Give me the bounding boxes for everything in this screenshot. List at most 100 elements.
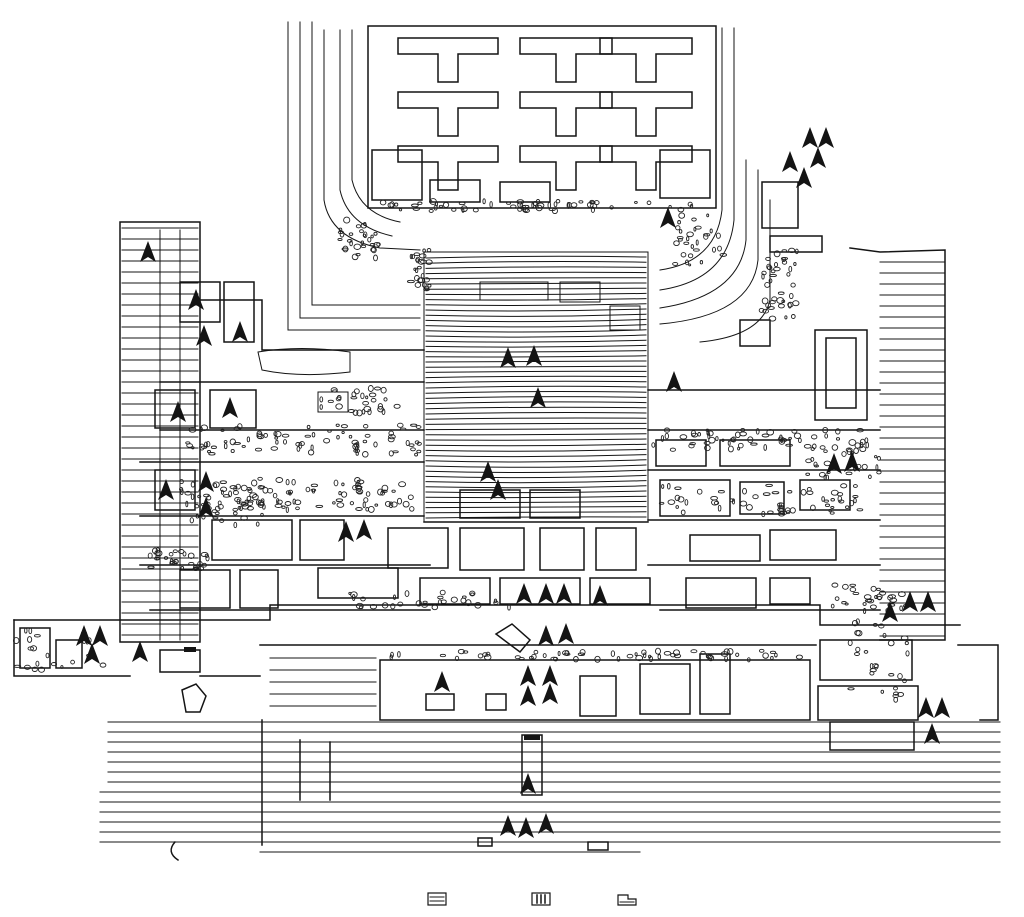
stone (370, 234, 374, 239)
stone (369, 604, 377, 610)
stone (223, 443, 228, 450)
stone (856, 508, 864, 512)
stone (351, 253, 359, 261)
stone (823, 499, 829, 503)
stone (589, 200, 596, 205)
stone (785, 443, 793, 447)
stone (342, 245, 349, 253)
stone (770, 655, 774, 661)
stone (284, 501, 292, 506)
stair-tread (425, 303, 647, 307)
stone (353, 388, 360, 395)
stone (784, 315, 788, 320)
stone (831, 582, 839, 588)
stair-tread (425, 443, 647, 447)
stone (506, 201, 512, 205)
lower-court (12, 589, 999, 751)
stone (338, 490, 342, 496)
stone (852, 591, 860, 596)
stone (737, 442, 744, 449)
stone (793, 432, 802, 439)
stone (188, 426, 197, 433)
stone (761, 273, 765, 280)
stone (823, 474, 827, 481)
stone (861, 463, 868, 470)
stair-tread (425, 277, 647, 280)
stone (377, 406, 384, 413)
stone (516, 199, 525, 205)
stone (900, 635, 909, 641)
arrowhead-marker-icon (198, 471, 214, 492)
arrowhead-marker-icon (538, 583, 554, 604)
stone (854, 652, 860, 656)
stone (677, 206, 685, 213)
arrowhead-marker-icon (158, 479, 174, 500)
stone (641, 649, 647, 656)
stair-tread (425, 261, 647, 264)
stone (259, 485, 266, 489)
stair-tread (425, 344, 647, 348)
stone (219, 518, 225, 523)
stair-tread (425, 308, 647, 312)
stone (518, 657, 525, 661)
stone (410, 447, 416, 452)
stone (634, 200, 638, 204)
stone (849, 583, 857, 587)
stone (275, 439, 279, 445)
stone (762, 492, 771, 496)
stone (673, 649, 680, 656)
stone (355, 446, 359, 452)
stone (835, 428, 841, 435)
arrowhead-marker-icon (222, 397, 238, 418)
stone (852, 495, 859, 498)
stone (674, 486, 682, 490)
stone (352, 409, 359, 416)
arrowhead-marker-icon (84, 643, 100, 664)
stone (739, 431, 747, 437)
stone (12, 637, 20, 645)
stone (719, 252, 728, 257)
stone (893, 686, 898, 691)
stone (426, 248, 432, 253)
stone (168, 551, 174, 557)
t-shaped-rooms (371, 37, 711, 203)
stone (715, 232, 721, 239)
stone (450, 596, 458, 603)
arrowhead-marker-icon (518, 817, 534, 838)
t-room (599, 91, 693, 137)
arrowhead-markers (76, 127, 950, 838)
stone (336, 434, 340, 440)
stone (323, 437, 331, 444)
stone (806, 486, 812, 492)
stone (254, 447, 263, 452)
stair-tread (425, 318, 647, 323)
stone (362, 400, 369, 406)
stone (752, 494, 759, 500)
arrowhead-marker-icon (76, 625, 92, 646)
stone (360, 392, 365, 400)
stone (398, 208, 403, 212)
stone (770, 269, 776, 274)
stone (362, 501, 366, 509)
stone (849, 587, 857, 593)
stair-tread (425, 495, 647, 499)
stone (201, 514, 206, 520)
stone (626, 653, 634, 659)
t-room (519, 145, 613, 191)
stone (311, 432, 316, 438)
stone (822, 426, 829, 434)
stone (795, 654, 803, 660)
right-terraces (647, 181, 946, 641)
stone (788, 436, 792, 440)
stone (899, 605, 903, 611)
stone (223, 440, 228, 444)
stone (739, 500, 748, 507)
stone (729, 498, 735, 503)
stone (428, 208, 434, 213)
stair-tread (425, 500, 647, 503)
stone (373, 441, 378, 448)
stone (147, 565, 155, 569)
stone (777, 303, 785, 309)
bottom-steps (99, 657, 1001, 862)
stone (348, 434, 353, 439)
